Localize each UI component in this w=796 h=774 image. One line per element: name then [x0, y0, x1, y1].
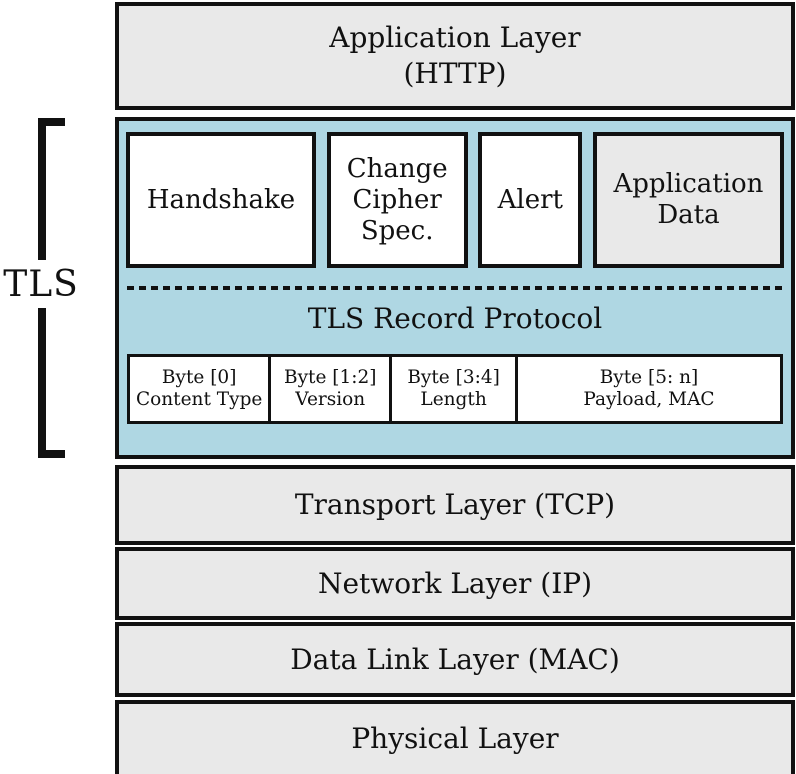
tls-record-byte-table: Byte [0] Content Type Byte [1:2] Version… — [127, 354, 783, 424]
application-data-protocol-box: Application Data — [592, 132, 784, 268]
network-layer-box: Network Layer (IP) — [115, 547, 795, 620]
physical-layer-box: Physical Layer — [115, 700, 795, 774]
dashed-divider — [127, 286, 783, 290]
tls-subprotocol-row: Handshake Change Cipher Spec. Alert Appl… — [126, 132, 784, 268]
byte-field-name: Content Type — [135, 389, 263, 410]
tls-layer-box: Handshake Change Cipher Spec. Alert Appl… — [115, 117, 795, 459]
byte-field-content-type: Byte [0] Content Type — [130, 357, 272, 421]
change-cipher-spec-protocol-box: Change Cipher Spec. — [326, 132, 468, 268]
byte-field-range: Byte [3:4] — [407, 367, 500, 388]
alert-protocol-box: Alert — [478, 132, 583, 268]
tls-record-protocol-title: TLS Record Protocol — [307, 302, 603, 335]
application-layer-box: Application Layer (HTTP) — [115, 2, 795, 110]
tls-bracket-top-arm — [38, 118, 65, 126]
byte-field-name: Payload, MAC — [583, 389, 715, 410]
application-layer-label-line2: (HTTP) — [403, 57, 507, 90]
protocol-stack: Application Layer (HTTP) Handshake Chang… — [115, 0, 795, 774]
byte-field-range: Byte [0] — [161, 367, 237, 388]
application-layer-label-line1: Application Layer — [329, 21, 581, 54]
byte-field-name: Length — [420, 389, 487, 410]
byte-field-range: Byte [1:2] — [284, 367, 377, 388]
byte-field-version: Byte [1:2] Version — [271, 357, 393, 421]
handshake-protocol-box: Handshake — [126, 132, 316, 268]
transport-layer-box: Transport Layer (TCP) — [115, 465, 795, 545]
byte-field-range: Byte [5: n] — [599, 367, 699, 388]
byte-field-name: Version — [295, 389, 366, 410]
tls-bracket-bottom-arm — [38, 450, 65, 458]
byte-field-payload-mac: Byte [5: n] Payload, MAC — [518, 357, 780, 421]
byte-field-length: Byte [3:4] Length — [392, 357, 518, 421]
tls-bracket-label: TLS — [0, 260, 82, 308]
data-link-layer-box: Data Link Layer (MAC) — [115, 622, 795, 697]
